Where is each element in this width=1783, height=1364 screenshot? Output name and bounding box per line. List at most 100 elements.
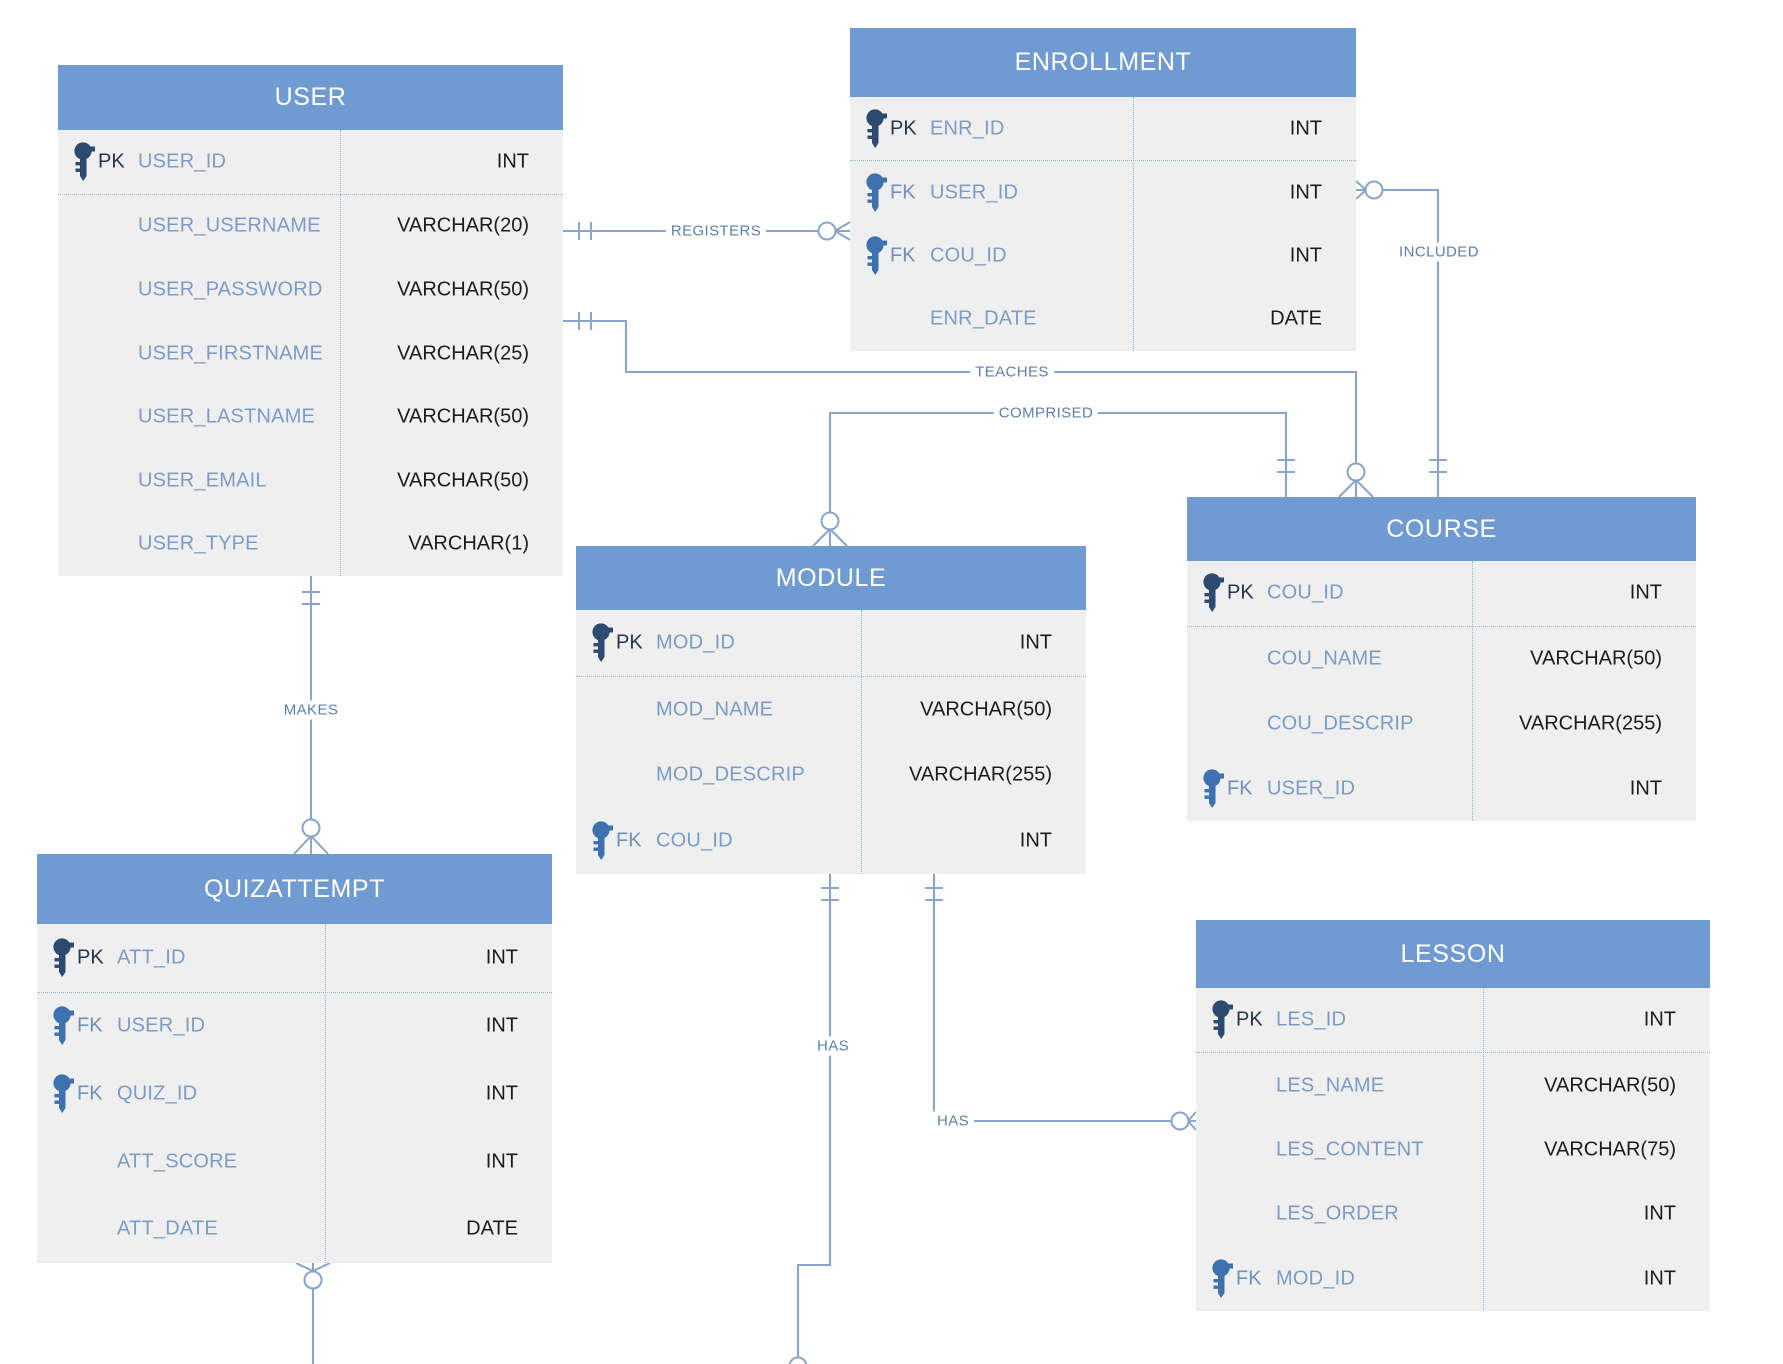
field-name: LES_ID: [1276, 1008, 1347, 1031]
foreign-key-icon: [1201, 769, 1226, 809]
field-name: USER_ID: [117, 1014, 206, 1037]
relationship-label-comprised[interactable]: COMPRISED: [993, 403, 1099, 423]
primary-key-icon: [51, 938, 76, 978]
field-name: USER_LASTNAME: [138, 405, 316, 428]
key-type-label: FK: [1236, 1267, 1262, 1290]
field-name: MOD_ID: [656, 631, 735, 654]
field-type: VARCHAR(50): [397, 469, 529, 492]
field-name: USER_ID: [138, 150, 227, 173]
key-type-label: FK: [1227, 777, 1253, 800]
relationship-label-has-offscreen[interactable]: HAS: [811, 1036, 855, 1056]
field-type: INT: [1019, 829, 1052, 852]
field-type: VARCHAR(255): [1519, 712, 1662, 735]
field-name: MOD_DESCRIP: [656, 763, 805, 786]
field-row: MOD_DESCRIP VARCHAR(255): [576, 743, 1086, 809]
field-type: VARCHAR(255): [909, 763, 1052, 786]
one-tick-marks: [578, 312, 592, 330]
foreign-key-icon: [864, 173, 889, 213]
primary-key-icon: [72, 142, 97, 182]
field-name: ATT_ID: [117, 946, 186, 969]
one-tick-marks: [578, 222, 592, 240]
field-name: USER_ID: [1267, 777, 1356, 800]
table-title: MODULE: [576, 546, 1086, 610]
foreign-key-icon: [864, 236, 889, 276]
foreign-key-icon: [51, 1006, 76, 1046]
field-type: INT: [1629, 777, 1662, 800]
zero-cardinality-circle: [788, 1356, 808, 1364]
field-type: VARCHAR(50): [1530, 647, 1662, 670]
field-type: VARCHAR(50): [1544, 1074, 1676, 1097]
crow-foot-many: [1187, 1111, 1197, 1131]
crow-foot-many: [1338, 479, 1374, 498]
field-type: INT: [1019, 631, 1052, 654]
relationship-label-teaches[interactable]: TEACHES: [970, 362, 1054, 382]
column-divider: [324, 924, 326, 1263]
field-type: DATE: [1270, 307, 1322, 330]
key-type-label: PK: [890, 117, 917, 140]
one-tick-marks: [302, 591, 320, 605]
foreign-key-icon: [1210, 1259, 1235, 1299]
field-type: VARCHAR(20): [397, 214, 529, 237]
relationship-quizattempt-offscreen-connector[interactable]: [295, 1262, 331, 1364]
key-type-label: FK: [77, 1014, 103, 1037]
primary-key-icon: [864, 109, 889, 149]
field-type: INT: [1289, 117, 1322, 140]
relationship-has-offscreen-connector[interactable]: [788, 874, 840, 1364]
field-name: COU_NAME: [1267, 647, 1382, 670]
relationship-label-has-lesson[interactable]: HAS: [931, 1111, 975, 1131]
key-type-label: PK: [98, 150, 125, 173]
zero-cardinality-circle: [820, 511, 840, 531]
field-name: USER_ID: [930, 181, 1019, 204]
one-tick-marks: [925, 887, 943, 901]
relationship-teaches-connector[interactable]: [563, 312, 1374, 498]
primary-key-icon: [590, 623, 615, 663]
column-divider: [1132, 97, 1134, 351]
field-type: INT: [1289, 181, 1322, 204]
relationship-label-makes[interactable]: MAKES: [278, 700, 344, 720]
relationship-label-included[interactable]: INCLUDED: [1394, 242, 1484, 262]
field-type: INT: [485, 1082, 518, 1105]
table-title: USER: [58, 65, 563, 130]
field-type: VARCHAR(1): [408, 532, 529, 555]
field-type: VARCHAR(50): [397, 278, 529, 301]
field-type: INT: [1289, 244, 1322, 267]
field-type: INT: [485, 1150, 518, 1173]
field-name: MOD_ID: [1276, 1267, 1355, 1290]
zero-cardinality-circle: [1364, 180, 1384, 200]
crow-foot-many: [834, 221, 851, 241]
key-type-label: PK: [1227, 581, 1254, 604]
relationship-has-lesson-connector[interactable]: [925, 874, 1197, 1131]
field-row: ATT_SCORE INT: [37, 1128, 552, 1196]
field-name: ATT_SCORE: [117, 1150, 238, 1173]
field-name: ENR_ID: [930, 117, 1005, 140]
relationship-label-registers[interactable]: REGISTERS: [665, 221, 767, 241]
column-divider: [340, 130, 342, 576]
field-row: PK ENR_ID INT: [850, 97, 1356, 162]
relationship-included-connector[interactable]: [1355, 180, 1447, 497]
